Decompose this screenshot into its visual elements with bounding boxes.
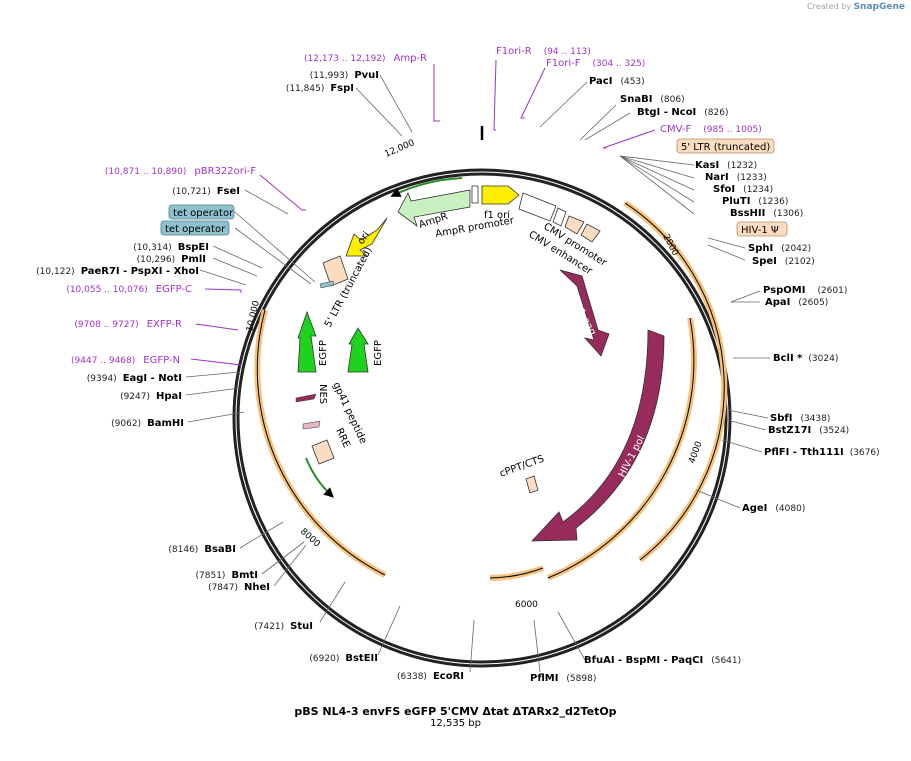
ltr-box-right-1[interactable] xyxy=(564,215,585,235)
primer-f1ori-f[interactable]: F1ori-F(304 .. 325) xyxy=(546,58,645,69)
label-ltr-truncated: 5' LTR (truncated) xyxy=(323,245,375,329)
primer-amp-r[interactable]: (12,173 .. 12,192)Amp-R xyxy=(304,53,427,64)
orf-arc-left-line xyxy=(256,309,386,576)
tick-8000: 8000 xyxy=(298,527,322,550)
enzyme-pflfi-tth111i[interactable]: PflFI - Tth111I(3676) xyxy=(764,447,880,458)
enzyme-bcli[interactable]: BclI *(3024) xyxy=(773,353,838,364)
tet-operator-label-text-2: tet operator xyxy=(165,224,226,235)
enzyme-fspi[interactable]: (11,845)FspI xyxy=(286,83,354,94)
ltr-label-box[interactable] xyxy=(676,138,775,154)
primer-f1ori-r[interactable]: F1ori-R(94 .. 113) xyxy=(496,46,591,57)
enzyme-nhei[interactable]: (7847)NheI xyxy=(208,582,270,593)
label-rre: RRE xyxy=(333,427,352,450)
hiv-gag-feature[interactable] xyxy=(559,269,610,357)
plasmid-length: 12,535 bp xyxy=(430,718,481,729)
callout-lines-right xyxy=(533,81,770,673)
primer-lines xyxy=(190,59,656,366)
label-cppt-cts: cPPT/CTS xyxy=(498,454,545,480)
enzyme-pluti[interactable]: PluTI(1236) xyxy=(722,196,788,207)
primer-egfp-c[interactable]: (10,055 .. 10,076)EGFP-C xyxy=(66,284,192,295)
ori-feature[interactable] xyxy=(345,217,388,257)
snapgene-brand: Created by SnapGene xyxy=(807,2,905,12)
enzyme-bsteii[interactable]: (6920)BstEII xyxy=(309,653,378,664)
tet-operator-marks xyxy=(319,280,335,289)
gp41-peptide-feature[interactable] xyxy=(302,420,321,430)
enzyme-nari[interactable]: NarI(1233) xyxy=(705,172,767,183)
cmv-enhancer-feature[interactable] xyxy=(518,192,557,222)
primer-cmv-f[interactable]: CMV-F(985 .. 1005) xyxy=(660,124,762,135)
orf-arc-right-2-line xyxy=(547,317,695,579)
orf-arc-bottom xyxy=(489,565,545,581)
primer-exfp-r[interactable]: (9708 .. 9727)EXFP-R xyxy=(74,319,182,330)
backbone-inner-ring xyxy=(236,172,728,664)
enzyme-apai[interactable]: ApaI(2605) xyxy=(765,297,828,308)
ltr-box-right-2[interactable] xyxy=(580,223,601,243)
ltr-truncated-left[interactable] xyxy=(322,255,349,287)
orf-arc-bottom-line xyxy=(489,567,544,579)
cmv-promoter-feature[interactable] xyxy=(552,207,567,227)
orf-arc-right-line xyxy=(624,202,725,561)
tet-operator-label-box-1[interactable] xyxy=(168,204,235,220)
tet-operator-label-box-2[interactable] xyxy=(160,220,230,236)
ltr-label-text: 5' LTR (truncated) xyxy=(681,142,770,153)
enzyme-agei[interactable]: AgeI(4080) xyxy=(742,503,805,514)
callout-lines-left xyxy=(185,74,475,673)
enzyme-hpai[interactable]: (9247)HpaI xyxy=(120,391,182,402)
label-egfp-right: EGFP xyxy=(373,340,384,366)
enzyme-pflmi[interactable]: PflMI(5898) xyxy=(530,673,596,684)
enzyme-paer7i-pspxi-xhoi[interactable]: (10,122)PaeR7I - PspXI - XhoI xyxy=(36,266,199,277)
enzyme-bsabi[interactable]: (8146)BsaBI xyxy=(168,544,236,555)
enzyme-eagi-noti[interactable]: (9394)EagI - NotI xyxy=(87,373,182,384)
hiv-pol-feature[interactable] xyxy=(531,329,665,542)
primer-pbr322ori-f[interactable]: (10,871 .. 10,890)pBR322ori-F xyxy=(105,166,256,177)
enzyme-bstz17i[interactable]: BstZ17I(3524) xyxy=(768,425,849,436)
ampr-promoter-feature[interactable] xyxy=(471,185,479,204)
hiv-psi-label-text: HIV-1 Ψ xyxy=(741,225,779,236)
enzyme-paci[interactable]: PacI(453) xyxy=(589,76,645,87)
enzyme-spei[interactable]: SpeI(2102) xyxy=(752,256,815,267)
hiv-psi-label-box[interactable] xyxy=(736,221,788,237)
tick-12000: 12,000 xyxy=(383,138,416,160)
egfp-feature-right[interactable] xyxy=(347,327,369,373)
enzyme-ecori[interactable]: (6338)EcoRI xyxy=(397,671,464,682)
enzyme-sphi[interactable]: SphI(2042) xyxy=(748,243,811,254)
enzyme-btgi-ncoi[interactable]: BtgI - NcoI(826) xyxy=(637,107,729,118)
snapgene-logo: SnapGene xyxy=(853,2,905,12)
egfp-feature-left[interactable] xyxy=(297,310,317,373)
enzyme-stui[interactable]: (7421)StuI xyxy=(254,621,313,632)
enzyme-bmti[interactable]: (7851)BmtI xyxy=(196,570,258,581)
tick-4000: 4000 xyxy=(687,440,704,465)
enzyme-bamhi[interactable]: (9062)BamHI xyxy=(111,418,184,429)
enzyme-bsshii[interactable]: BssHII(1306) xyxy=(730,208,803,219)
enzyme-kasi[interactable]: KasI(1232) xyxy=(695,160,757,171)
brand-created-by: Created by xyxy=(807,2,852,11)
enzyme-pvui[interactable]: (11,993)PvuI xyxy=(310,70,379,81)
enzyme-fsei[interactable]: (10,721)FseI xyxy=(172,186,240,197)
enzyme-sbfi[interactable]: SbfI(3438) xyxy=(770,413,830,424)
enzyme-bspei[interactable]: (10,314)BspEI xyxy=(133,242,209,253)
nes-feature[interactable] xyxy=(295,393,317,403)
enzyme-pmli[interactable]: (10,296)PmlI xyxy=(137,254,206,265)
rre-feature[interactable] xyxy=(311,439,335,465)
tet-operator-label-text-1: tet operator xyxy=(173,208,234,219)
tick-6000: 6000 xyxy=(515,600,538,610)
enzyme-sfoi[interactable]: SfoI(1234) xyxy=(713,184,773,195)
enzyme-pspomi[interactable]: PspOMI(2601) xyxy=(763,285,847,296)
backbone-outer-ring xyxy=(232,168,732,668)
ampr-direction-arrow xyxy=(390,177,463,197)
ampr-feature[interactable] xyxy=(397,189,471,228)
enzyme-snabi[interactable]: SnaBI(806) xyxy=(620,94,685,105)
cppt-cts-feature[interactable] xyxy=(525,475,539,494)
primer-egfp-n[interactable]: (9447 .. 9468)EGFP-N xyxy=(71,355,180,366)
f1-ori-feature[interactable] xyxy=(481,185,520,205)
label-nes: NES xyxy=(317,384,328,404)
label-f1-ori: f1 ori xyxy=(484,210,510,221)
enzyme-bfuai-bspmi-paqci[interactable]: BfuAI - BspMI - PaqCI(5641) xyxy=(584,655,741,666)
rre-direction-arrow xyxy=(305,457,334,498)
label-egfp-left: EGFP xyxy=(318,340,329,366)
plasmid-name: pBS NL4-3 envFS eGFP 5'CMV Δtat ΔTARx2_d… xyxy=(294,705,617,718)
